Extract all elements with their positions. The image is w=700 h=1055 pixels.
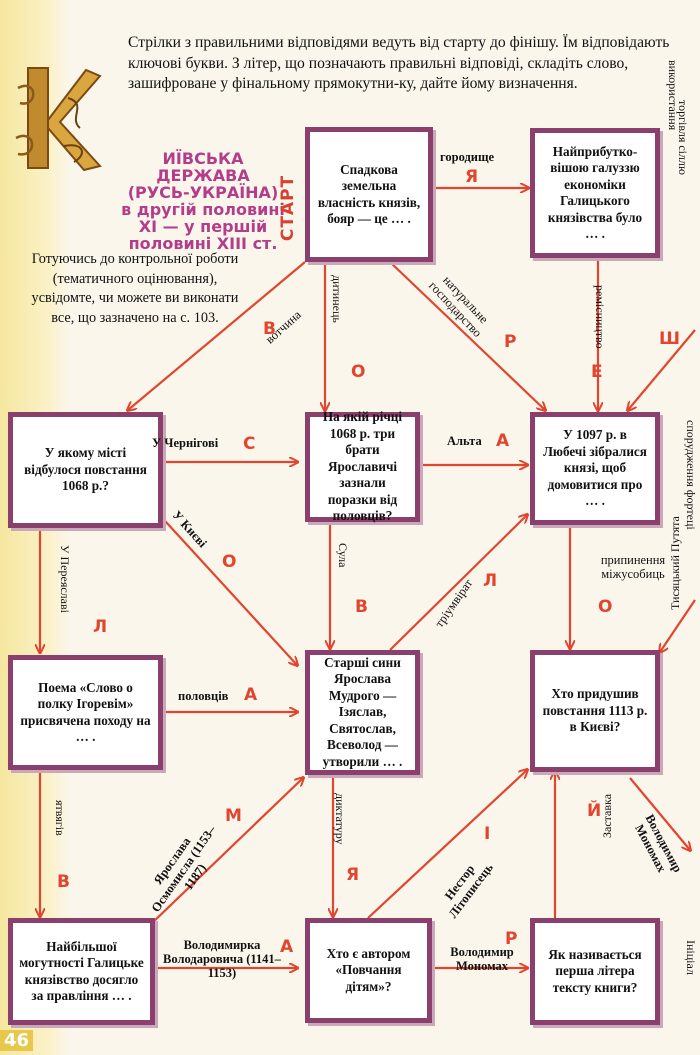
arrow-b10-b8 bbox=[367, 770, 527, 919]
question-box-uprising-1113: Хто придушив повстання 1113 р. в Києві? bbox=[530, 650, 660, 772]
key-letter-y-1: Й bbox=[587, 801, 602, 821]
key-letter-sh-1: Ш bbox=[659, 329, 681, 349]
key-letter-v-3: В bbox=[57, 872, 70, 892]
final-box-first-letter: Як називається перша літера тексту книги… bbox=[530, 918, 660, 1025]
intro-paragraph: Стрілки з правильними відповідями ведуть… bbox=[128, 34, 670, 92]
ornamental-letter-k-icon bbox=[15, 67, 102, 172]
answer-monomakh-bottom: Володимир Мономах bbox=[450, 945, 514, 973]
answer-polovtsi: половців bbox=[178, 689, 229, 703]
key-letter-o-1: О bbox=[351, 362, 366, 382]
question-box-galicia-peak: Найбільшої могутності Галицьке князівств… bbox=[8, 918, 155, 1025]
edge-answer-vykorys: використання bbox=[666, 60, 680, 131]
chapter-title-line4: XI — у першій bbox=[138, 217, 268, 236]
start-marker: СТАРТ bbox=[278, 150, 300, 270]
key-letter-o-2: О bbox=[222, 552, 237, 572]
answer-sula: Сула bbox=[336, 543, 350, 568]
answer-dytynets: дитинець bbox=[330, 275, 344, 323]
arrow-b3-b7 bbox=[154, 509, 297, 665]
arrow-b7-b5 bbox=[389, 515, 527, 651]
arrow-b1-b5 bbox=[389, 261, 545, 410]
key-letter-ya-1: Я bbox=[465, 167, 479, 187]
answer-dyktatura: диктатуру bbox=[333, 793, 347, 845]
key-letter-r-2: Р bbox=[505, 929, 518, 949]
edge-answer-initsial: Ініціал bbox=[684, 940, 698, 975]
edge-answer-sporudzh: спорудження фортеці bbox=[684, 420, 698, 530]
question-box-river-defeat: На якій річці 1068 р. три брати Ярослави… bbox=[305, 409, 420, 523]
key-letter-i-1: І bbox=[484, 824, 491, 844]
key-letter-a-1: А bbox=[496, 431, 510, 451]
key-letter-s-1: С bbox=[243, 434, 256, 454]
key-letter-r-1: Р bbox=[504, 332, 517, 352]
chapter-title-line3: в другій половині bbox=[121, 200, 285, 219]
arrow-b8-b11 bbox=[629, 777, 690, 850]
page-number: 46 bbox=[0, 1030, 34, 1051]
question-box-igor-poem: Поема «Слово о полку Ігоревім» присвячен… bbox=[8, 655, 163, 770]
key-letter-ya-2: Я bbox=[346, 865, 360, 885]
answer-alta: Альта bbox=[447, 434, 482, 448]
key-letter-o-3: О bbox=[598, 597, 613, 617]
edge-answer-tysiatskyi: Тисяцький Путята bbox=[668, 516, 682, 610]
chapter-title-line2: (РУСЬ-УКРАЇНА) bbox=[127, 183, 279, 202]
arrow-edge-b5 bbox=[628, 329, 696, 410]
start-label: СТАРТ bbox=[278, 174, 298, 242]
question-box-galicia-economy: Найприбутко-вішою галуззю економіки Гали… bbox=[530, 128, 660, 258]
key-letter-e-1: Е bbox=[591, 362, 603, 382]
chapter-title-line1: ИЇВСЬКА ДЕРЖАВА bbox=[156, 149, 250, 185]
answer-gorodishche: городище bbox=[440, 150, 495, 164]
question-box-teaching-author: Хто є автором «Повчання дітям»? bbox=[305, 918, 432, 1023]
question-box-uprising-city: У якому місті відбулося повстання 1068 р… bbox=[8, 412, 163, 528]
preparation-note: Готуючись до контрольної роботи (тематич… bbox=[31, 251, 239, 326]
answer-zastavka: Заставка bbox=[600, 793, 614, 838]
answer-pereiaslav: У Переяславі bbox=[58, 545, 72, 613]
key-letter-a-3: А bbox=[280, 937, 294, 957]
key-letter-l-1: Л bbox=[483, 571, 498, 591]
arrow-edge-b8 bbox=[660, 599, 696, 652]
key-letter-l-2: Л bbox=[93, 617, 108, 637]
chapter-title-line5: половині XIII ст. bbox=[128, 234, 278, 253]
answer-volodymyrko: Володимирка Володаровича (1141–1153) bbox=[163, 938, 281, 980]
answer-yatvahy: ятвягів bbox=[53, 800, 67, 836]
key-letter-a-2: А bbox=[244, 685, 258, 705]
chapter-title: ИЇВСЬКА ДЕРЖАВА (РУСЬ-УКРАЇНА) в другій … bbox=[118, 150, 288, 252]
answer-remisnytstvo: ремісництво bbox=[593, 285, 607, 349]
question-box-yaroslav-sons: Старші сини Ярослава Мудрого — Ізяслав, … bbox=[305, 650, 420, 775]
key-letter-v-1: В bbox=[263, 319, 276, 339]
arrow-b1-b3 bbox=[128, 261, 306, 410]
key-letter-v-2: В bbox=[355, 597, 368, 617]
answer-prypynennia: припинення міжусобиць bbox=[600, 553, 666, 581]
key-letter-m-1: М bbox=[225, 806, 242, 826]
question-box-liubech-congress: У 1097 р. в Любечі зібралися князі, щоб … bbox=[530, 412, 660, 525]
arrow-b9-b7 bbox=[149, 778, 303, 926]
answer-chernihiv: У Чернігові bbox=[152, 436, 219, 450]
question-box-hereditary-land: Спадкова земельна власність князів, бояр… bbox=[305, 127, 433, 262]
